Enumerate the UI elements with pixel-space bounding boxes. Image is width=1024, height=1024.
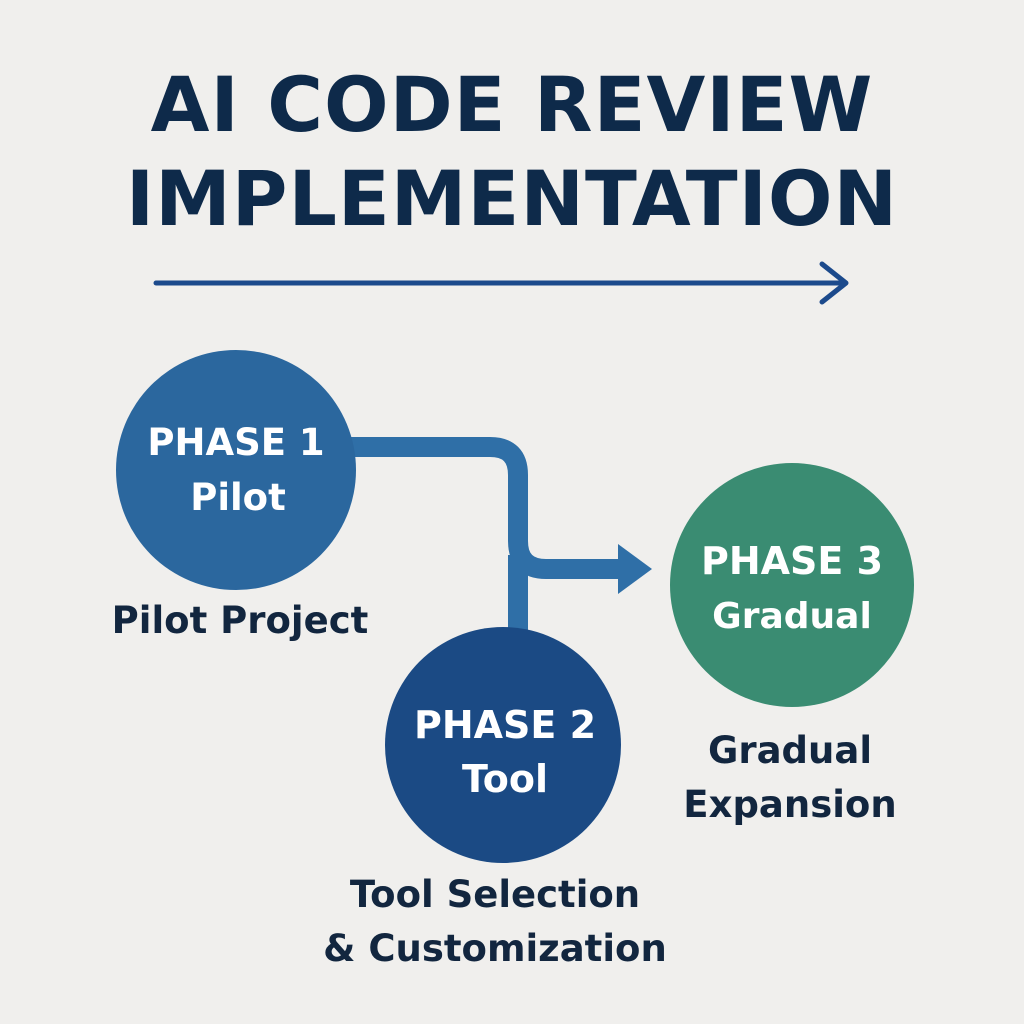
phase-2-circle xyxy=(385,627,621,863)
connector-phase1-to-phase3 xyxy=(340,437,630,579)
phase-2-node: PHASE 2 Tool xyxy=(385,627,621,863)
phase-1-caption: Pilot Project xyxy=(100,594,380,648)
timeline-arrow-head xyxy=(819,261,849,305)
phase-1-node: PHASE 1 Pilot xyxy=(116,350,356,590)
phase-2-caption-line-1: Tool Selection xyxy=(349,873,641,916)
phase-2-caption: Tool Selection & Customization xyxy=(300,868,690,976)
title-line-2: IMPLEMENTATION xyxy=(125,154,899,243)
phase-connector xyxy=(340,437,652,640)
phase-3-short-label: Gradual xyxy=(712,596,872,637)
phase-3-caption: Gradual Expansion xyxy=(650,724,930,832)
phase-2-caption-line-2: & Customization xyxy=(323,927,667,970)
timeline-arrow xyxy=(153,261,849,305)
phase-3-caption-line-2: Expansion xyxy=(683,783,897,826)
phase-2-heading: PHASE 2 xyxy=(414,703,596,747)
phase-1-short-label: Pilot xyxy=(190,476,286,519)
connector-arrowhead xyxy=(618,544,652,594)
phase-1-circle xyxy=(116,350,356,590)
phase-2-short-label: Tool xyxy=(462,757,548,801)
phase-1-caption-line-1: Pilot Project xyxy=(111,599,369,642)
phase-3-node: PHASE 3 Gradual xyxy=(670,463,914,707)
phase-3-circle xyxy=(670,463,914,707)
phase-3-heading: PHASE 3 xyxy=(701,539,883,583)
phase-3-caption-line-1: Gradual xyxy=(707,729,873,772)
diagram-title: AI CODE REVIEW IMPLEMENTATION xyxy=(0,58,1024,246)
phase-1-heading: PHASE 1 xyxy=(147,421,324,464)
title-line-1: AI CODE REVIEW xyxy=(150,60,874,149)
